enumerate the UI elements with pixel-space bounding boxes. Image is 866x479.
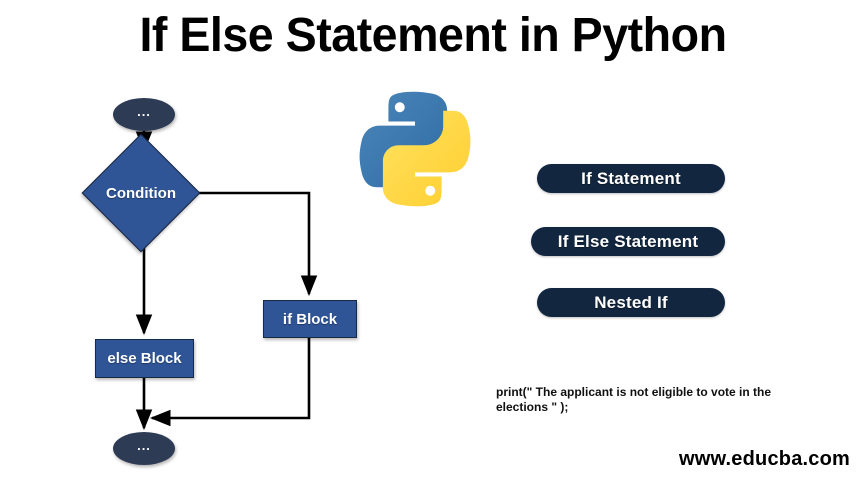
- topic-button-if-statement[interactable]: If Statement: [537, 164, 725, 193]
- topic-button-nested-if[interactable]: Nested If: [537, 288, 725, 317]
- flow-node-start[interactable]: ...: [113, 98, 175, 131]
- if-block-label: if Block: [282, 310, 338, 328]
- connector-condition-to-if: [199, 191, 318, 297]
- flowchart-connectors: [135, 131, 318, 431]
- flow-node-if-block[interactable]: if Block: [263, 300, 357, 338]
- python-logo: [359, 91, 471, 207]
- python-logo-bottom-coil: [382, 110, 471, 207]
- footer-url: www.educba.com: [679, 448, 850, 470]
- topic-button-label: If Else Statement: [557, 231, 699, 251]
- condition-diamond-shape: [81, 133, 201, 253]
- code-snippet: print(" The applicant is not eligible to…: [496, 385, 772, 414]
- end-node-label: ...: [137, 437, 151, 453]
- topic-button-label: If Statement: [581, 168, 681, 188]
- start-node-label: ...: [137, 103, 151, 119]
- topic-button-if-else-statement[interactable]: If Else Statement: [531, 227, 725, 256]
- flowchart-diagram: ... Condition if Block else Block ...: [0, 0, 430, 479]
- topic-button-label: Nested If: [594, 292, 668, 312]
- flow-node-condition[interactable]: Condition: [81, 133, 201, 253]
- flow-node-else-block[interactable]: else Block: [95, 339, 194, 378]
- page-title: If Else Statement in Python: [139, 9, 727, 62]
- else-block-label: else Block: [107, 350, 182, 367]
- flow-node-end[interactable]: ...: [113, 432, 175, 465]
- python-logo-top-coil: [359, 91, 448, 188]
